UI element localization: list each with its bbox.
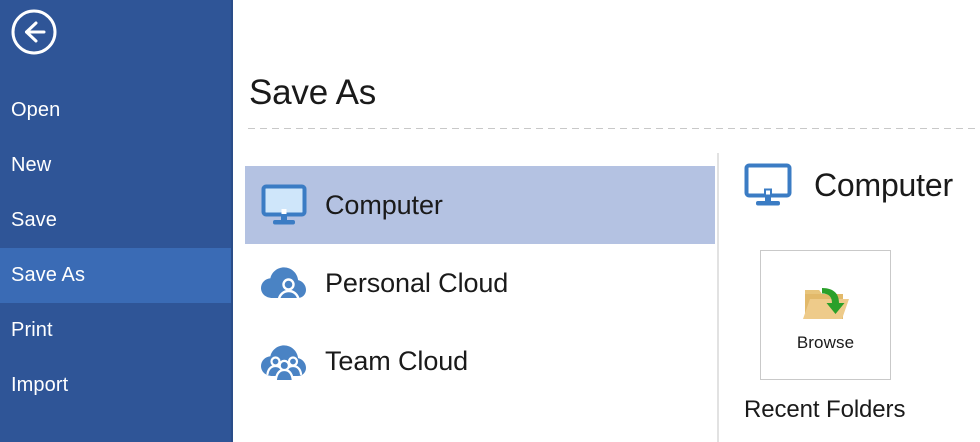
destination-label: Computer [325, 189, 443, 220]
sidebar-nav-list: Open New Save Save As Print Import [0, 83, 231, 413]
destination-detail-panel: Computer Browse Rec [731, 0, 980, 442]
browse-button[interactable]: Browse [760, 250, 891, 380]
back-button[interactable] [10, 8, 58, 56]
sidebar-item-save-as[interactable]: Save As [0, 248, 231, 303]
destination-list: Computer Personal Cloud [245, 166, 715, 400]
sidebar-item-label: Save As [11, 264, 86, 286]
detail-header: Computer [744, 163, 953, 207]
sidebar-item-label: Print [11, 319, 53, 341]
arrow-left-circle-icon [11, 9, 57, 55]
monitor-icon [253, 184, 315, 226]
destination-item-personal-cloud[interactable]: Personal Cloud [245, 244, 715, 322]
destination-item-team-cloud[interactable]: Team Cloud [245, 322, 715, 400]
page-title: Save As [249, 73, 377, 112]
folder-open-arrow-icon [797, 277, 855, 329]
destination-item-computer[interactable]: Computer [245, 166, 715, 244]
sidebar-item-label: Import [11, 374, 69, 396]
sidebar-item-import[interactable]: Import [0, 358, 231, 413]
sidebar-item-print[interactable]: Print [0, 303, 231, 358]
detail-header-title: Computer [814, 166, 953, 203]
destination-label: Team Cloud [325, 345, 469, 376]
backstage-sidebar: Open New Save Save As Print Import [0, 0, 231, 442]
backstage-content: Save As Computer [233, 0, 980, 442]
sidebar-item-label: Open [11, 99, 61, 121]
sidebar-item-open[interactable]: Open [0, 83, 231, 138]
sidebar-item-label: New [11, 154, 52, 176]
monitor-outline-icon [744, 163, 800, 207]
recent-folders-heading: Recent Folders [744, 396, 906, 423]
sidebar-item-save[interactable]: Save [0, 193, 231, 248]
cloud-person-icon [253, 264, 315, 302]
sidebar-item-new[interactable]: New [0, 138, 231, 193]
column-divider [717, 153, 719, 442]
sidebar-edge-stripe [231, 0, 233, 442]
sidebar-item-label: Save [11, 209, 57, 231]
title-divider [248, 128, 980, 129]
cloud-people-icon [253, 342, 315, 380]
browse-label: Browse [796, 333, 855, 352]
destination-label: Personal Cloud [325, 267, 509, 298]
